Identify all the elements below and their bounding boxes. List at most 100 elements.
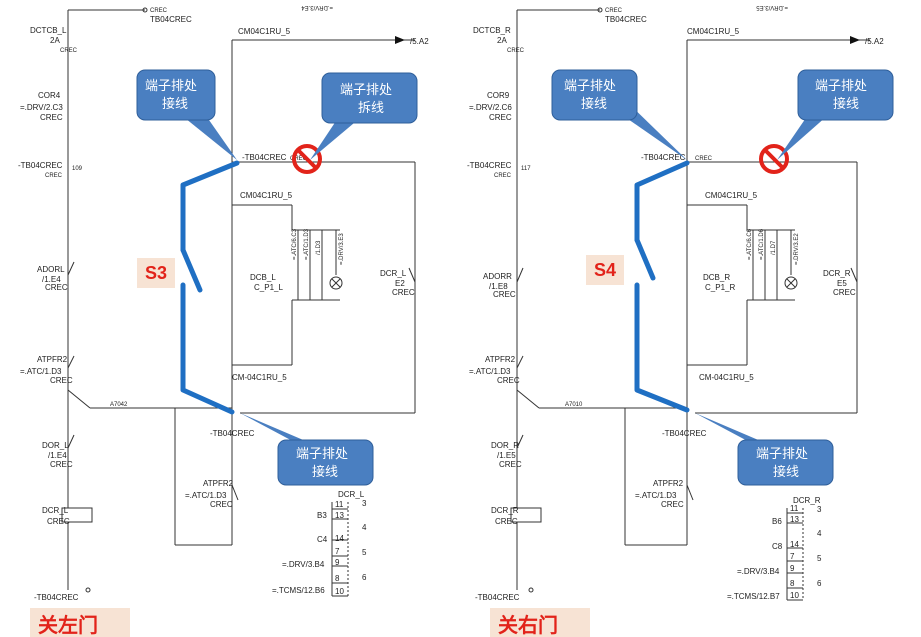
tb-right2: -TB04CREC <box>210 429 255 438</box>
svg-text:13: 13 <box>790 515 799 524</box>
svg-text:117: 117 <box>521 166 531 172</box>
arrow-ref: /5.A2 <box>410 37 429 46</box>
svg-text:CREC: CREC <box>507 48 525 54</box>
svg-text:C8: C8 <box>772 542 783 551</box>
svg-text:ATPFR2: ATPFR2 <box>485 355 516 364</box>
svg-text:C_P1_R: C_P1_R <box>705 283 735 292</box>
svg-text:CREC: CREC <box>499 460 522 469</box>
svg-text:14: 14 <box>335 534 344 543</box>
ador-ref: /1.E4 <box>42 275 61 284</box>
highlight-wire-upper <box>180 160 240 253</box>
disconnect-icon-r <box>759 144 789 174</box>
callout-1-r: 端子排处 接线 <box>551 69 687 160</box>
highlight-wire-lower <box>180 282 235 415</box>
callout-3: 端子排处 接线 <box>240 413 374 486</box>
drv: =.DRV/3.E3 <box>339 233 345 265</box>
crec-top: CREC <box>150 8 168 14</box>
dctcb-rating: 2A <box>50 36 60 45</box>
svg-text:=.DRV/3.B4: =.DRV/3.B4 <box>737 567 780 576</box>
svg-text:端子排处: 端子排处 <box>564 79 616 94</box>
svg-text:/5.A2: /5.A2 <box>865 37 884 46</box>
top-label-r: TB04CREC <box>605 15 647 24</box>
svg-text:7: 7 <box>335 547 340 556</box>
dor-ref: /1.E4 <box>48 451 67 460</box>
svg-text:3: 3 <box>362 499 367 508</box>
svg-text:=.TCMS/12.B7: =.TCMS/12.B7 <box>727 592 780 601</box>
svg-text:-TB04CREC: -TB04CREC <box>641 153 686 162</box>
svg-text:接线: 接线 <box>773 464 799 480</box>
cm-bot: CM-04C1RU_5 <box>232 373 287 382</box>
svg-text:9: 9 <box>790 564 795 573</box>
svg-text:端子排处: 端子排处 <box>815 79 867 94</box>
callout-2-r: 端子排处 接线 <box>777 69 894 160</box>
svg-text:9: 9 <box>335 558 340 567</box>
table-row-2: C4 <box>317 535 328 544</box>
svg-text:CREC: CREC <box>661 500 684 509</box>
tb-bottom: -TB04CREC <box>34 593 79 602</box>
svg-text:-TB04CREC: -TB04CREC <box>467 161 512 170</box>
svg-text:=.ATC/1.D3: =.ATC/1.D3 <box>469 367 511 376</box>
svg-text:8: 8 <box>790 579 795 588</box>
atpfr2b: ATPFR2 <box>203 479 234 488</box>
svg-text:=.ATC/1.D3: =.ATC/1.D3 <box>635 491 677 500</box>
svg-text:/1.E5: /1.E5 <box>497 451 516 460</box>
svg-text:=.ATC/1.D6: =.ATC/1.D6 <box>759 228 765 260</box>
svg-text:CREC: CREC <box>489 113 512 122</box>
svg-text:3: 3 <box>817 505 822 514</box>
svg-text:11: 11 <box>335 500 344 509</box>
svg-text:接线: 接线 <box>581 96 607 112</box>
atpfr2b-ref: =.ATC/1.D3 <box>185 491 227 500</box>
svg-text:7: 7 <box>790 552 795 561</box>
svg-text:CREC: CREC <box>493 290 516 299</box>
dcr-right-ref: E2 <box>395 279 405 288</box>
cor-label-r: COR9 <box>487 91 510 100</box>
atpfr2-ref: =.ATC/1.D3 <box>20 367 62 376</box>
svg-text:端子排处: 端子排处 <box>756 447 808 462</box>
dctcb-label: DCTCB_L <box>30 26 67 35</box>
ador-label: ADORL <box>37 265 65 274</box>
svg-text:5: 5 <box>362 548 367 557</box>
callout-2: 端子排处 拆线 <box>310 72 418 160</box>
svg-text:端子排处: 端子排处 <box>296 447 348 462</box>
svg-text:DCR_R: DCR_R <box>491 506 519 515</box>
svg-text:CM-04C1RU_5: CM-04C1RU_5 <box>699 373 754 382</box>
atpfr2-label: ATPFR2 <box>37 355 68 364</box>
svg-text:CREC: CREC <box>695 156 713 162</box>
atc1: =.ATC/6.C3 <box>292 228 298 260</box>
svg-text:10: 10 <box>790 591 799 600</box>
svg-text:端子排处: 端子排处 <box>145 79 197 94</box>
highlight-wire-upper-r <box>634 160 690 243</box>
switch-label: S3 <box>145 263 167 283</box>
crec-3: CREC <box>45 173 63 179</box>
cor-ref: =.DRV/2.C3 <box>20 103 63 112</box>
svg-text:-TB04CREC: -TB04CREC <box>475 593 520 602</box>
svg-text:5: 5 <box>817 554 822 563</box>
svg-text:B6: B6 <box>772 517 782 526</box>
svg-text:CREC: CREC <box>833 288 856 297</box>
ador-label-r: ADORR <box>483 272 512 281</box>
tb-mid-label: -TB04CREC <box>18 161 63 170</box>
svg-text:拆线: 拆线 <box>358 101 384 116</box>
drv-top: =.DRV/3.E4 <box>301 4 333 10</box>
switch-s4-blade <box>634 237 656 281</box>
svg-text:A7010: A7010 <box>565 402 583 408</box>
svg-text:6: 6 <box>817 579 822 588</box>
dcb2: C_P1_L <box>254 283 283 292</box>
table-title: DCR_L <box>338 490 365 499</box>
callout-1: 端子排处 接线 <box>136 69 237 160</box>
svg-text:接线: 接线 <box>312 464 338 480</box>
svg-text:=.DRV/3.E2: =.DRV/3.E2 <box>794 233 800 265</box>
svg-text:4: 4 <box>362 523 367 532</box>
svg-text:14: 14 <box>790 540 799 549</box>
dcb: DCB_L <box>250 273 276 282</box>
table-row-4: =.TCMS/12.B6 <box>272 586 325 595</box>
svg-text:DCR_R: DCR_R <box>823 269 851 278</box>
svg-text:=.DRV/3.E5: =.DRV/3.E5 <box>756 4 788 10</box>
dctcb-label-r: DCTCB_R <box>473 26 511 35</box>
cm-top: CM04C1RU_5 <box>238 27 291 36</box>
atc2: =.ATC/1.D3 <box>304 228 310 260</box>
svg-text:11: 11 <box>790 504 799 513</box>
tb-right: -TB04CREC <box>242 153 287 162</box>
switch-label-r: S4 <box>594 260 616 280</box>
crec-1: CREC <box>60 48 78 54</box>
